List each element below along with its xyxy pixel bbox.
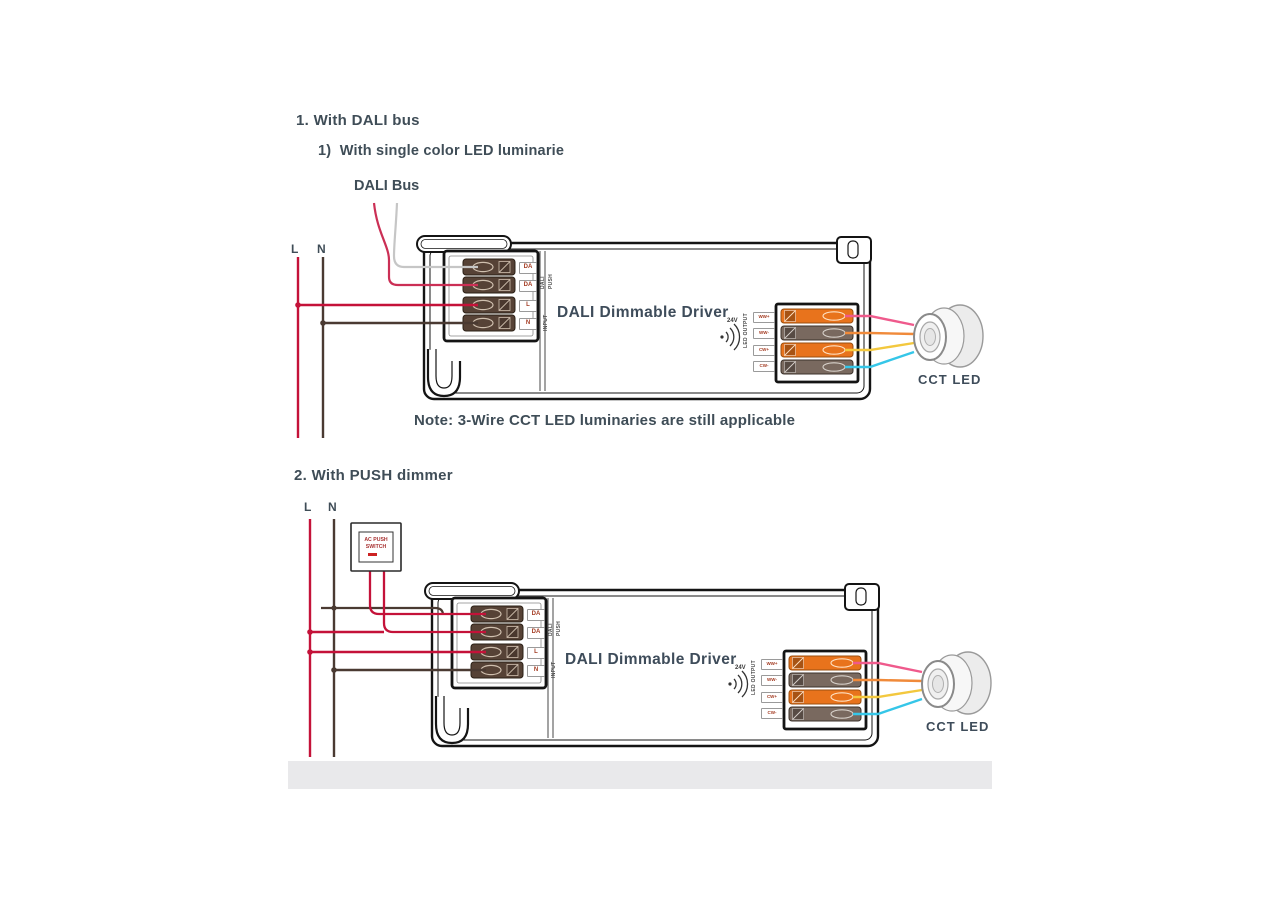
dali-bus-wire-gray xyxy=(392,202,478,269)
cct-led-label-2: CCT LED xyxy=(926,719,990,734)
live-label-2: L xyxy=(304,500,312,514)
side-label-input: INPUT xyxy=(551,661,557,679)
junction-dot xyxy=(307,629,313,635)
terminal-label-l: L xyxy=(527,647,545,659)
driver-name-2: DALI Dimmable Driver xyxy=(565,651,737,668)
junction-dot xyxy=(307,649,313,655)
output-label-ww-plus: WW+ xyxy=(761,659,783,670)
side-label-dali: DALI xyxy=(540,276,546,289)
junction-dot xyxy=(331,667,337,673)
push-switch-label-line2: SWITCH xyxy=(365,544,387,550)
output-label-cw-minus: CW- xyxy=(761,708,783,719)
diagram-2-push-dimmer xyxy=(307,519,993,757)
push-switch-label-line1: AC PUSH xyxy=(364,537,388,543)
terminal-label-da2: DA xyxy=(527,627,545,639)
terminal-label-da2: DA xyxy=(519,280,537,292)
terminal-label-l: L xyxy=(519,300,537,312)
side-label-push: PUSH xyxy=(548,273,554,289)
neutral-label-2: N xyxy=(328,500,337,514)
output-label-cw-plus: CW+ xyxy=(761,692,783,703)
voltage-label-2: 24V xyxy=(735,665,746,671)
side-label-push: PUSH xyxy=(556,620,562,636)
push-switch-leg-1 xyxy=(368,571,486,616)
push-switch-indicator xyxy=(368,553,377,556)
output-label-ww-minus: WW- xyxy=(761,675,783,686)
section2-title: 2. With PUSH dimmer xyxy=(294,467,453,484)
voltage-label-1: 24V xyxy=(727,318,738,324)
junction-dot xyxy=(295,302,301,308)
side-label-input: INPUT xyxy=(543,314,549,332)
neutral-label-1: N xyxy=(317,242,326,256)
output-label-ww-minus: WW- xyxy=(753,328,775,339)
live-label-1: L xyxy=(291,242,299,256)
note-text: Note: 3-Wire CCT LED luminaries are stil… xyxy=(414,412,796,429)
driver-name-1: DALI Dimmable Driver xyxy=(557,304,729,321)
dali-bus-wire-red xyxy=(372,202,478,287)
led-output-label-1: LED OUTPUT xyxy=(743,313,749,348)
push-switch-leg-2 xyxy=(382,571,486,634)
ac-push-switch xyxy=(350,522,402,572)
terminal-label-n: N xyxy=(519,318,537,330)
output-label-cw-minus: CW- xyxy=(753,361,775,372)
dali-bus-label: DALI Bus xyxy=(354,178,420,194)
side-label-dali: DALI xyxy=(548,623,554,636)
terminal-label-n: N xyxy=(527,665,545,677)
terminal-label-da1: DA xyxy=(527,609,545,621)
cct-led-label-1: CCT LED xyxy=(918,372,982,387)
section1-subtitle: 1) With single color LED luminarie xyxy=(318,143,565,159)
section1-title: 1. With DALI bus xyxy=(296,112,420,129)
output-label-ww-plus: WW+ xyxy=(753,312,775,323)
terminal-label-da1: DA xyxy=(519,262,537,274)
junction-dot xyxy=(320,320,326,326)
led-output-label-2: LED OUTPUT xyxy=(751,660,757,695)
output-label-cw-plus: CW+ xyxy=(753,345,775,356)
junction-dot xyxy=(331,605,337,611)
page-bottom-band xyxy=(288,761,992,789)
diagram-1-dali-bus xyxy=(295,202,985,438)
